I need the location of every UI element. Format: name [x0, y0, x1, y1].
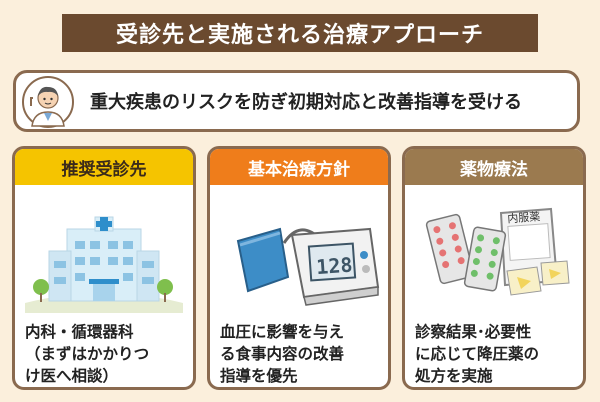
card-drug-therapy: 薬物療法 内服薬 診察結果･必要性 に応じて降圧薬の 処方を実施 [402, 146, 586, 390]
card-heading: 薬物療法 [405, 149, 583, 185]
card-recommended-clinic: 推奨受診先 内科・循環器科 （まずはかかりつ け医へ相談） [12, 146, 196, 390]
banner-text: 重大疾患のリスクを防ぎ初期対応と改善指導を受ける [90, 92, 522, 113]
summary-banner: 重大疾患のリスクを防ぎ初期対応と改善指導を受ける [13, 70, 580, 132]
card-heading: 基本治療方針 [210, 149, 388, 185]
card-text: 内科・循環器科 （まずはかかりつ け医へ相談） [25, 323, 150, 385]
bag-label: 内服薬 [507, 209, 541, 225]
doctor-icon [22, 76, 74, 128]
card-text: 血圧に影響を与え る食事内容の改善 指導を優先 [220, 323, 345, 385]
card-basic-treatment: 基本治療方針 128 血圧に影響を与え る食事内容の改善 指導を優先 [207, 146, 391, 390]
card-text: 診察結果･必要性 に応じて降圧薬の 処方を実施 [415, 323, 540, 385]
hospital-illustration [25, 216, 183, 313]
blood-pressure-monitor-illustration: 128 [236, 227, 380, 306]
page-title: 受診先と実施される治療アプローチ [62, 14, 538, 52]
svg-text:128: 128 [315, 253, 353, 279]
medicine-illustration: 内服薬 [425, 207, 570, 296]
card-heading: 推奨受診先 [15, 149, 193, 185]
